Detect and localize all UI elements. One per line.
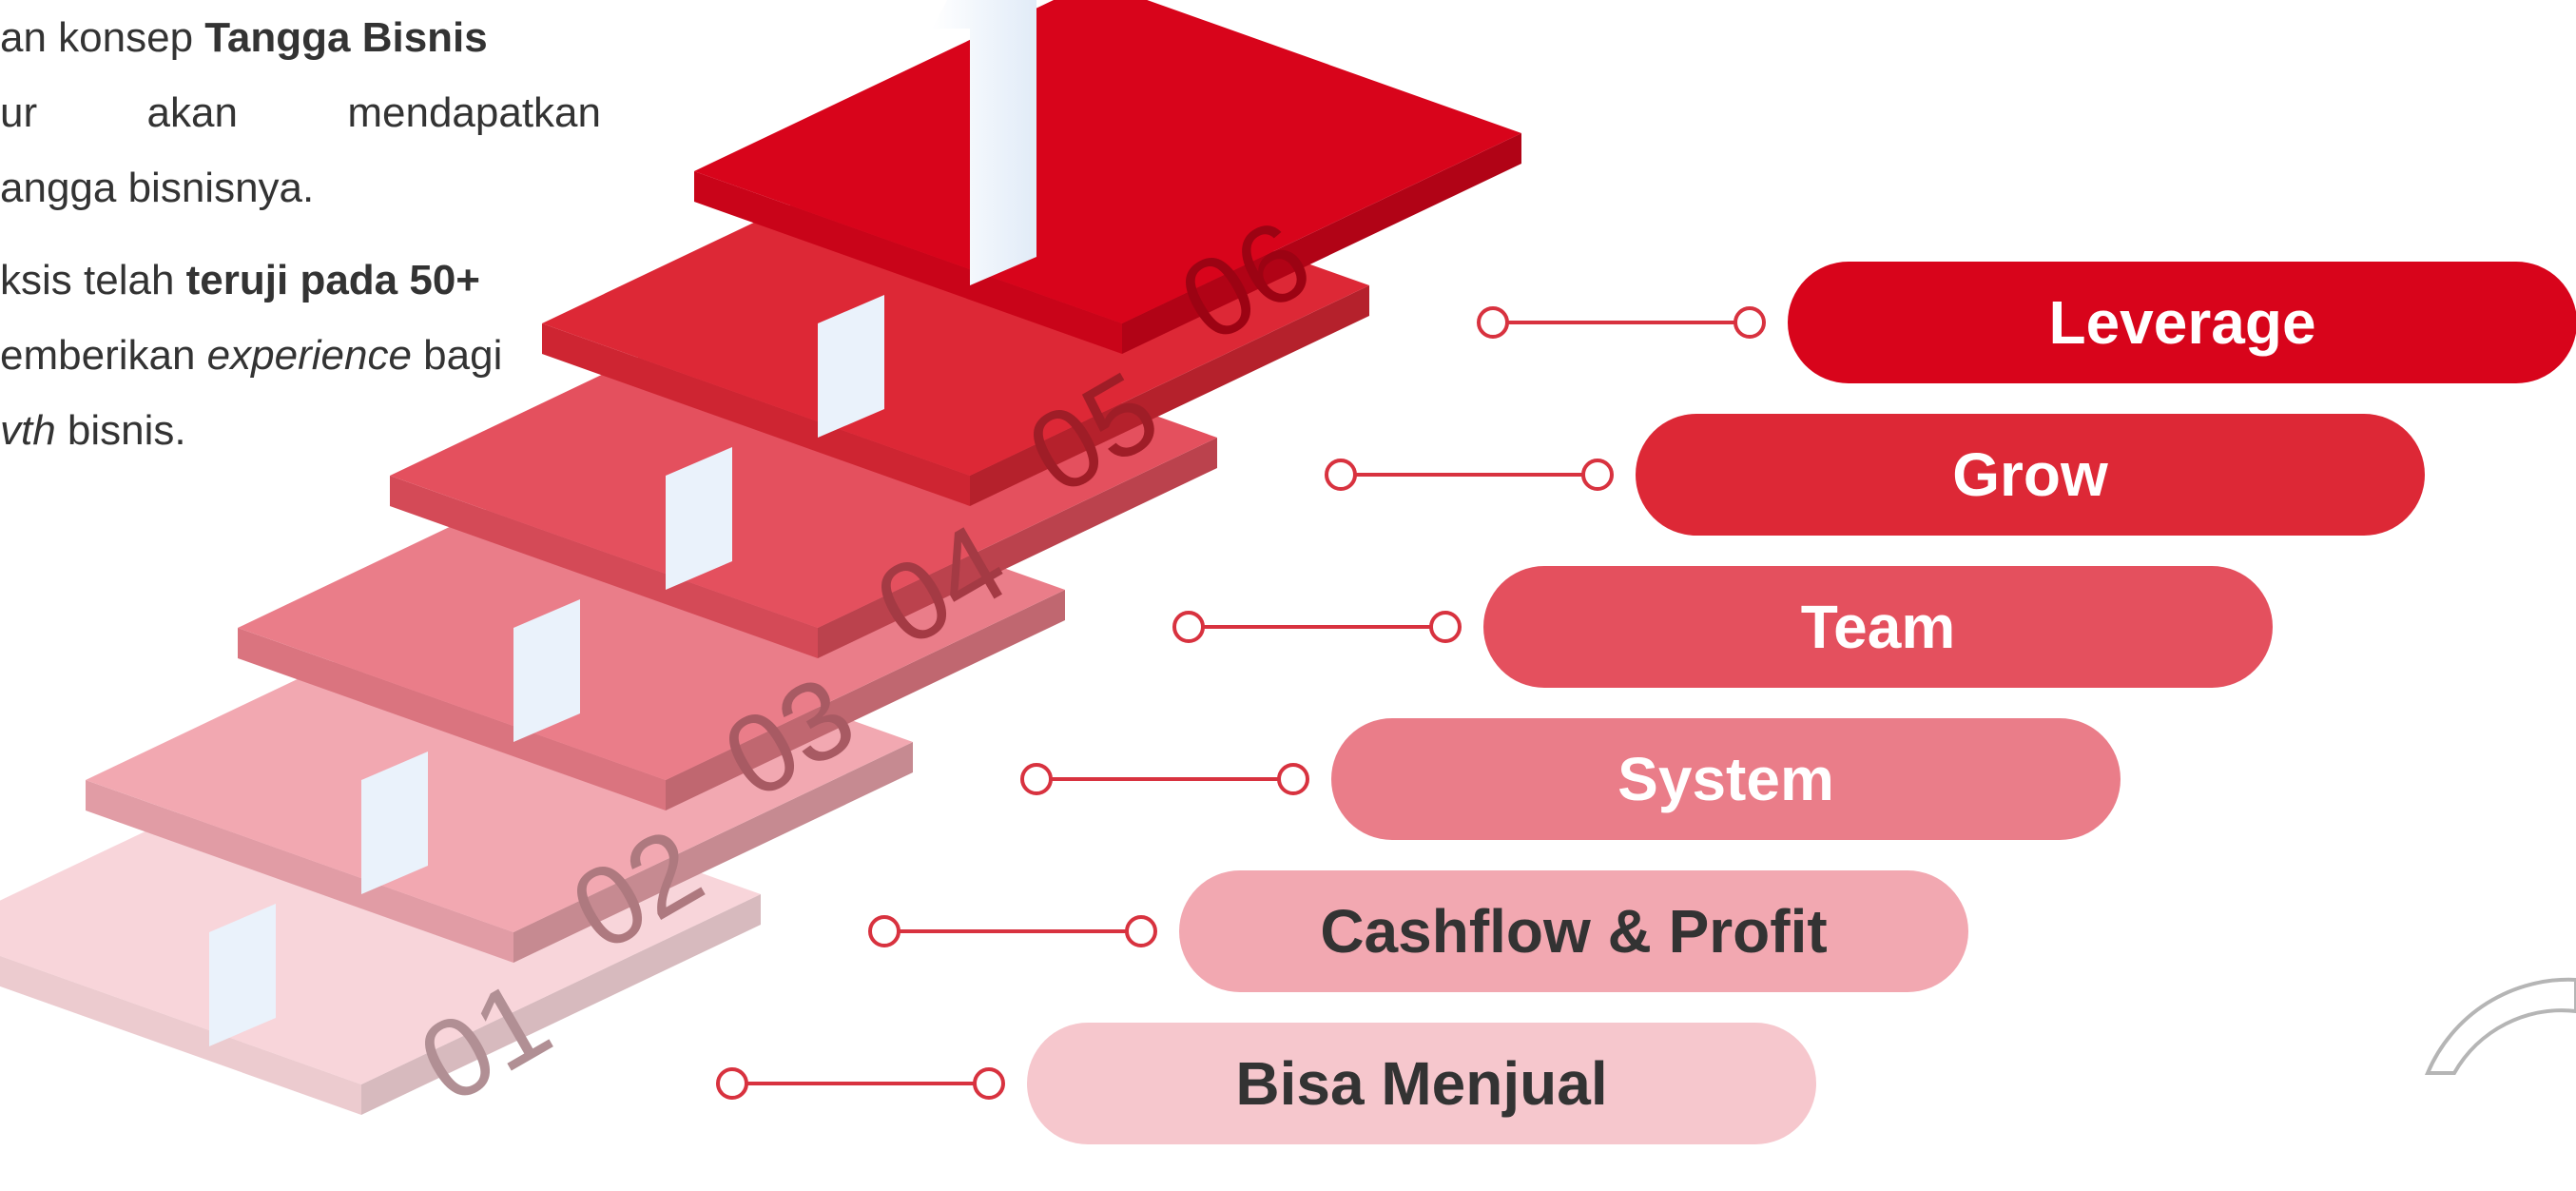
level-pill [1636,414,2425,536]
arrow-layer [209,0,1075,1046]
connector-dot-icon [1581,459,1614,491]
intro-text: an konsep Tangga Bisnis ur akan mendapat… [0,0,601,468]
connector-dot-icon [1429,611,1462,643]
intro-italic-segment: vth [0,407,56,454]
level-06: Leverage [1477,262,2576,383]
pills-layer: Bisa Menjual Cashflow & Profit System Team G… [716,262,2576,1144]
level-pill [1331,718,2121,840]
connector-dot-icon [1325,459,1357,491]
level-pill [1788,262,2576,383]
corner-arc-icon [2424,977,2576,1075]
level-02: Cashflow & Profit [868,870,1968,992]
intro-text-segment: angga bisnisnya. [0,165,315,211]
intro-bold-segment: Tangga Bisnis [204,14,488,61]
step-left-face [694,171,1122,354]
intro-text-segment: an konsep [0,14,205,61]
step-left-face [0,955,361,1115]
intro-italic-segment: experience [206,332,412,379]
level-05: Grow [1325,414,2425,536]
level-01: Bisa Menjual [716,1023,1816,1144]
step-left-face [390,476,818,658]
connector-dot-icon [1277,763,1309,795]
level-03: System [1020,718,2121,840]
connector-dot-icon [1172,611,1205,643]
level-label: Leverage [2048,288,2315,357]
step-06: 06 [694,0,1521,366]
step-front-face [361,894,761,1115]
level-04: Team [1172,566,2273,688]
arrow-segment [818,295,884,438]
level-pill [1483,566,2273,688]
level-label: Grow [1952,440,2108,509]
step-front-face [970,285,1369,506]
step-top-face [694,0,1521,323]
connector-dot-icon [1020,763,1053,795]
connector-dot-icon [1477,306,1509,339]
step-left-face [238,628,666,810]
intro-paragraph-2: ksis telah teruji pada 50+ emberikan exp… [0,243,601,468]
level-pill [1027,1023,1816,1144]
arrow-segment [209,904,276,1046]
step-front-face [666,590,1065,810]
intro-text-segment: emberikan [0,332,207,379]
intro-bold-segment: teruji pada 50+ [185,257,480,303]
arrow-head [932,0,1075,285]
level-label: Team [1801,593,1955,661]
arrow-segment [513,599,580,742]
arrow-segment [361,752,428,894]
growth-arrow-icon [209,0,1075,1046]
step-front-face [1122,133,1521,354]
level-label: Cashflow & Profit [1320,897,1827,966]
intro-text-segment: ksis telah [0,257,186,303]
connector-dot-icon [716,1067,748,1100]
connector-dot-icon [973,1067,1005,1100]
step-left-face [542,323,970,506]
step-left-face [86,780,513,963]
level-label: System [1617,745,1834,813]
intro-text-segment: bisnis. [55,407,186,454]
step-front-face [513,742,913,963]
arrow-segment [666,447,732,590]
connector-dot-icon [1733,306,1766,339]
intro-paragraph-1: an konsep Tangga Bisnis ur akan mendapat… [0,0,601,225]
intro-text-segment: bagi [411,332,503,379]
intro-text-segment: ur akan mendapatkan [0,89,601,136]
connector-dot-icon [1125,915,1157,947]
connector-dot-icon [868,915,901,947]
level-pill [1179,870,1968,992]
step-front-face [818,438,1217,658]
level-label: Bisa Menjual [1235,1049,1607,1118]
